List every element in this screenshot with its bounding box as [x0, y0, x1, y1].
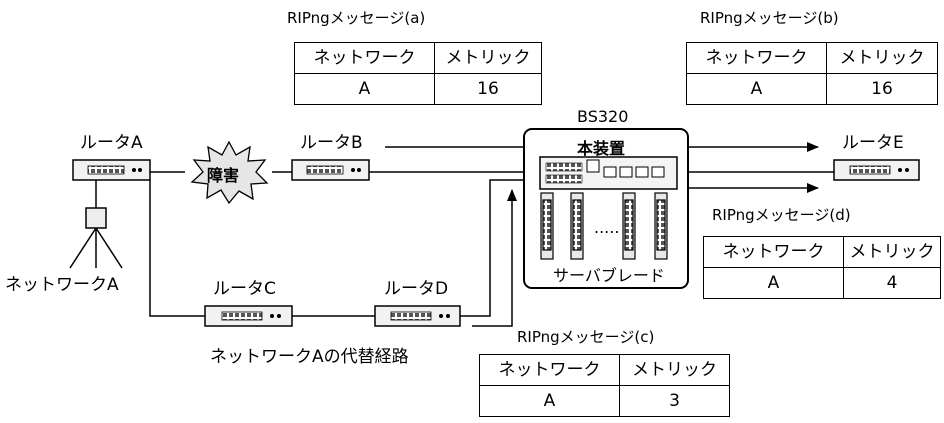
network-a-label: ネットワークA	[5, 275, 119, 295]
message-a-network: A	[294, 73, 435, 105]
message-c-metric: 3	[619, 385, 730, 417]
device-model-label: BS320	[577, 107, 629, 126]
message-arrows	[385, 142, 819, 327]
server-blade-icons	[540, 192, 668, 260]
network-a-hub-icon	[85, 207, 107, 229]
message-d-col-metric: メトリック	[843, 236, 941, 268]
router-b-icon	[291, 159, 370, 181]
server-blade-label: サーバブレード	[553, 266, 665, 285]
message-d-table: ネットワーク メトリック A 4	[703, 236, 941, 299]
switch-module-icon	[539, 156, 678, 190]
router-d-icon	[374, 305, 461, 327]
alternate-route-label: ネットワークAの代替経路	[210, 347, 409, 367]
message-d-network: A	[703, 267, 844, 299]
link-router-d-device	[460, 179, 540, 317]
message-c-col-network: ネットワーク	[479, 354, 620, 386]
message-c-col-metric: メトリック	[619, 354, 730, 386]
message-d-title: RIPngメッセージ(d)	[712, 206, 851, 224]
net-a-leg-left	[69, 227, 97, 269]
router-e-icon	[833, 159, 920, 181]
message-b-table: ネットワーク メトリック A 16	[686, 42, 938, 105]
blade-ellipsis: .....	[594, 218, 620, 237]
message-b-title: RIPngメッセージ(b)	[700, 9, 839, 27]
link-router-a-router-c	[149, 180, 205, 317]
message-c-table: ネットワーク メトリック A 3	[479, 354, 730, 417]
router-b-label: ルータB	[300, 133, 363, 153]
message-a-col-network: ネットワーク	[294, 42, 435, 74]
message-b-col-metric: メトリック	[826, 42, 938, 74]
router-e-label: ルータE	[842, 133, 904, 153]
message-b-metric: 16	[826, 73, 938, 105]
message-b-col-network: ネットワーク	[686, 42, 827, 74]
fault-burst-icon	[190, 140, 269, 205]
main-unit-label: 本装置	[577, 139, 626, 158]
message-a-col-metric: メトリック	[434, 42, 542, 74]
message-c-network: A	[479, 385, 620, 417]
router-d-label: ルータD	[384, 279, 449, 299]
message-d-metric: 4	[843, 267, 941, 299]
arrow-message-c	[472, 189, 517, 327]
message-a-metric: 16	[434, 73, 542, 105]
connection-lines	[69, 171, 834, 317]
message-c-title: RIPngメッセージ(c)	[517, 328, 655, 346]
message-a-title: RIPngメッセージ(a)	[287, 9, 426, 27]
router-c-icon	[204, 305, 293, 327]
message-d-col-network: ネットワーク	[703, 236, 844, 268]
message-a-table: ネットワーク メトリック A 16	[294, 42, 542, 105]
router-a-icon	[72, 159, 151, 181]
fault-label: 障害	[207, 166, 240, 185]
message-b-network: A	[686, 73, 827, 105]
net-a-leg-right	[95, 227, 123, 269]
router-c-label: ルータC	[213, 279, 276, 299]
router-a-label: ルータA	[80, 133, 143, 153]
